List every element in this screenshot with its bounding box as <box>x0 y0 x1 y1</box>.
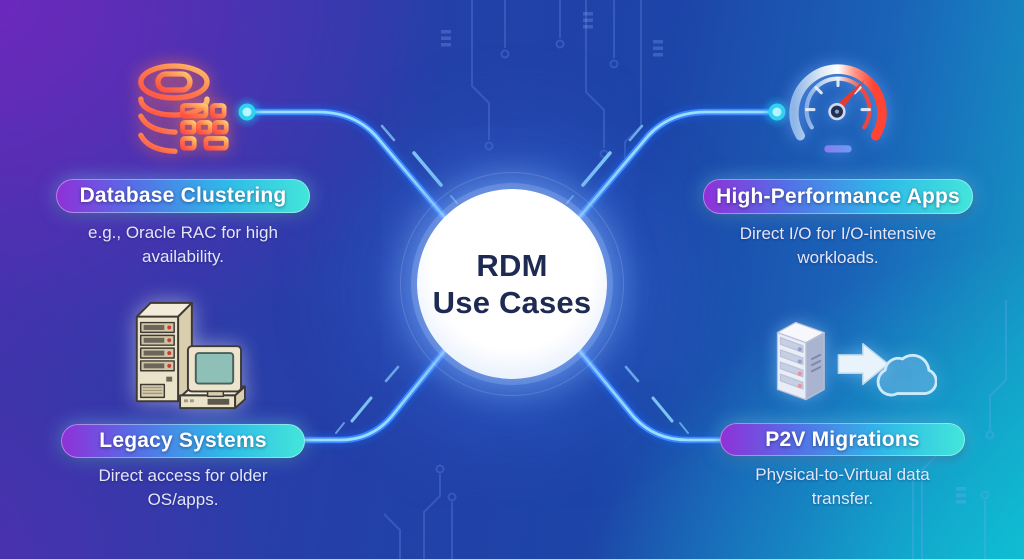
node-legacy-systems: Legacy Systems Direct access for older O… <box>61 0 305 559</box>
p2v-migrations-pill: P2V Migrations <box>720 423 965 456</box>
legacy-systems-description: Direct access for older OS/apps. <box>98 466 268 510</box>
node-database-clustering: Database Clustering e.g., Oracle RAC for… <box>56 0 310 559</box>
center-title-line2: Use Cases <box>432 285 592 320</box>
server-part <box>776 321 825 401</box>
center-title-line1: RDM <box>476 248 548 283</box>
database-clustering-description: e.g., Oracle RAC for high availability. <box>88 223 278 267</box>
center-node: RDM Use Cases <box>400 172 624 396</box>
p2v-migrations-label: P2V Migrations <box>765 427 920 451</box>
node-high-performance-apps: High-Performance Apps Direct I/O for I/O… <box>703 0 973 559</box>
high-performance-apps-label: High-Performance Apps <box>716 184 960 208</box>
circuit-dash-clusters <box>441 12 966 504</box>
database-clustering-label: Database Clustering <box>79 184 287 207</box>
speedometer-icon <box>789 64 887 153</box>
connector-core <box>245 110 779 442</box>
connector-endpoint-dots <box>235 100 789 124</box>
arrow-right-icon <box>837 342 889 386</box>
cloud-part <box>876 354 937 397</box>
node-p2v-migrations: P2V Migrations Physical-to-Virtual data … <box>720 0 965 559</box>
database-clustering-pill: Database Clustering <box>56 179 310 213</box>
server-to-cloud-icon <box>776 321 937 401</box>
database-icon <box>138 63 229 154</box>
high-performance-apps-description: Direct I/O for I/O-intensive workloads. <box>739 224 937 268</box>
high-performance-apps-pill: High-Performance Apps <box>703 179 973 214</box>
legacy-systems-pill: Legacy Systems <box>61 424 305 458</box>
p2v-migrations-description: Physical-to-Virtual data transfer. <box>755 465 930 509</box>
center-title: RDM Use Cases <box>433 247 592 321</box>
legacy-systems-label: Legacy Systems <box>99 429 267 452</box>
legacy-computer-icon <box>135 301 246 410</box>
